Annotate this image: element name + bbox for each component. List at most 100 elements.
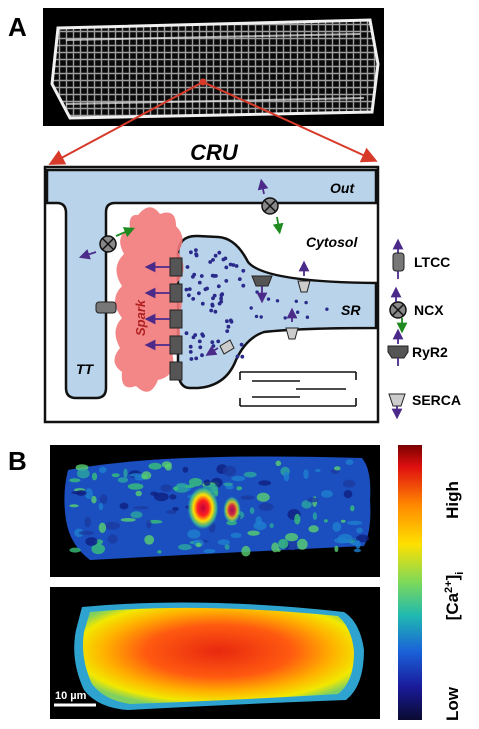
speckle-blob: [217, 539, 230, 546]
calcium-ion-dot: [283, 316, 287, 320]
calcium-ion-dot: [226, 324, 231, 329]
calcium-ion-dot: [185, 265, 190, 269]
colorbar-quantity-sub: i: [454, 572, 466, 575]
speckle-blob: [76, 468, 90, 479]
calcium-ion-dot: [228, 262, 233, 267]
speckle-blob: [356, 527, 363, 534]
speckle-blob: [247, 530, 260, 536]
panel-b-label: B: [8, 446, 27, 476]
calcium-ion-dot: [194, 248, 198, 253]
speckle-blob: [285, 533, 299, 542]
calcium-ion-dot: [197, 339, 202, 344]
calcium-ion-dot: [189, 357, 194, 361]
calcium-ion-dot: [294, 299, 298, 303]
calcium-ion-dot: [184, 331, 189, 336]
cardiomyocyte-micrograph: [43, 8, 384, 126]
speckle-blob: [91, 495, 97, 504]
speckle-blob: [144, 535, 155, 545]
speckle-blob: [278, 538, 289, 549]
speckle-blob: [343, 490, 353, 499]
speckle-blob: [346, 520, 363, 526]
speckle-blob: [133, 506, 149, 510]
speckle-blob: [178, 544, 192, 551]
speckle-blob: [276, 548, 281, 552]
speckle-blob: [119, 502, 129, 510]
extracellular-tt-membrane: [45, 168, 378, 400]
calcium-ion-dot: [194, 356, 199, 361]
speckle-blob: [84, 488, 93, 500]
calcium-ion-dot: [296, 310, 300, 314]
speckle-blob: [165, 510, 177, 515]
speckle-blob: [345, 459, 354, 466]
speckle-blob: [172, 507, 179, 511]
ryr2-cluster: [144, 257, 183, 381]
speckle-blob: [130, 511, 143, 519]
calcium-ion-dot: [191, 297, 196, 301]
speckle-blob: [342, 479, 356, 488]
speckle-blob: [231, 475, 246, 482]
speckle-blob: [182, 466, 189, 473]
calcium-ion-dot: [237, 277, 242, 281]
speckle-blob: [356, 534, 369, 543]
speckle-blob: [188, 477, 203, 487]
speckle-blob: [287, 540, 298, 551]
calcium-ion-dot: [224, 265, 229, 270]
colorbar-quantity-base: [Ca: [443, 592, 462, 620]
speckle-blob: [69, 547, 81, 553]
calcium-ion-dot: [275, 299, 280, 303]
colorbar-low-label: Low: [443, 686, 462, 721]
calcium-ion-dot: [216, 339, 221, 344]
speckle-blob: [91, 472, 98, 481]
calcium-ion-dot: [225, 319, 229, 324]
calcium-ion-dot: [220, 292, 225, 297]
speckle-blob: [99, 466, 107, 474]
speckle-blob: [85, 537, 98, 546]
calcium-ion-dot: [194, 252, 199, 256]
speckle-blob: [169, 494, 177, 500]
calcium-ion-dot: [210, 340, 215, 345]
speckle-blob: [160, 484, 172, 492]
calcium-ion-dot: [241, 268, 246, 273]
speckle-blob: [161, 461, 172, 468]
colorbar-quantity-label: [Ca2+]i: [443, 572, 466, 621]
myofilament-icon: [239, 371, 357, 407]
calcium-ion-dot: [217, 250, 222, 255]
speckle-blob: [146, 519, 152, 529]
legend-ncx-label: NCX: [414, 302, 444, 318]
calcium-ion-dot: [199, 274, 204, 278]
speckle-blob: [283, 471, 290, 482]
calcium-ion-dot: [241, 283, 246, 288]
calcium-ion-dot: [209, 308, 214, 313]
calcium-ion-dot: [211, 344, 216, 348]
scale-bar-label: 10 µm: [55, 690, 87, 702]
legend-ltcc: LTCC: [392, 238, 450, 279]
ltcc-channel-icon: [392, 252, 405, 272]
speckle-blob: [69, 478, 81, 483]
speckle-blob: [236, 486, 243, 491]
calcium-ion-dot: [231, 263, 236, 267]
calcium-ion-dot: [221, 257, 226, 262]
speckle-blob: [323, 519, 328, 523]
speckle-blob: [256, 492, 270, 502]
scale-bar: 10 µm: [54, 690, 96, 707]
speckle-blob: [321, 490, 333, 498]
calcium-ion-dot: [192, 272, 197, 277]
calcium-ion-dot: [249, 306, 253, 310]
calcium-ion-dot: [200, 332, 205, 337]
calcium-ion-dot: [259, 315, 263, 319]
speckle-blob: [315, 468, 321, 473]
speckle-blob: [111, 473, 120, 478]
calcium-ion-dot: [228, 318, 233, 323]
speckle-blob: [294, 513, 301, 525]
cru-diagram: [43, 165, 380, 424]
speckle-blob: [240, 495, 255, 500]
speckle-blob: [222, 465, 237, 477]
calcium-ion-dot: [213, 309, 218, 314]
speckle-blob: [355, 540, 361, 549]
calcium-ion-dot: [305, 315, 310, 319]
colorbar-high-label: High: [443, 481, 462, 519]
legend-ryr2-label: RyR2: [412, 344, 448, 360]
calcium-ion-dot: [211, 296, 215, 301]
speckle-blob: [129, 473, 145, 477]
